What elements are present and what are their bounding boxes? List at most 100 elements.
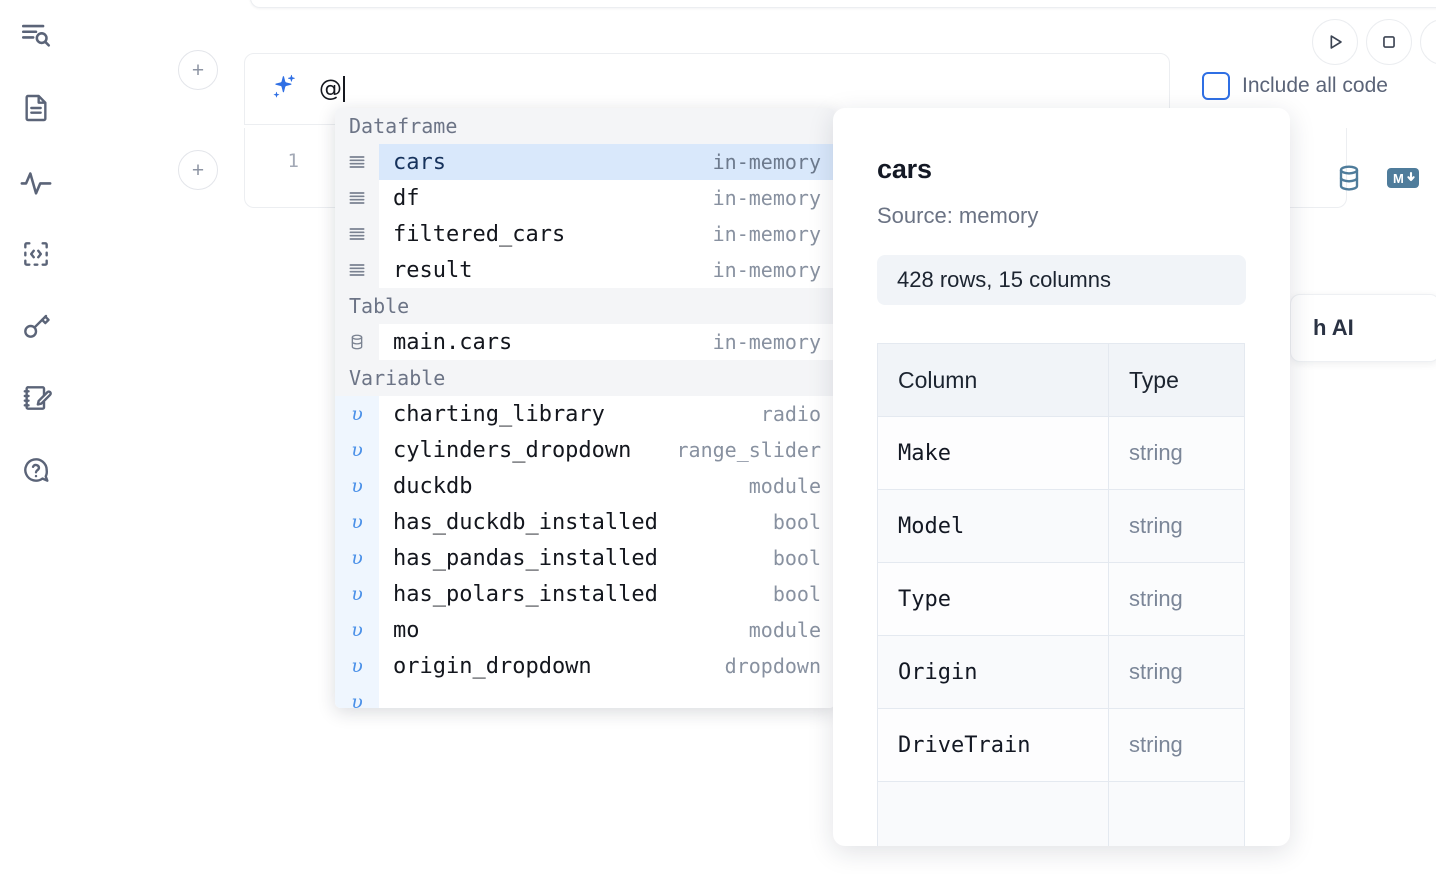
autocomplete-dropdown[interactable]: Dataframe cars in-memory df in-memory filtere… bbox=[335, 108, 835, 708]
table-header-cell: Column bbox=[877, 343, 1109, 417]
more-actions-button[interactable] bbox=[1420, 19, 1436, 65]
variable-icon: υ bbox=[335, 540, 379, 576]
autocomplete-item-type: in-memory bbox=[712, 330, 821, 354]
autocomplete-item-type: in-memory bbox=[712, 258, 821, 282]
variable-icon: υ bbox=[335, 576, 379, 612]
database-icon[interactable] bbox=[1334, 163, 1364, 198]
include-all-code-label: Include all code bbox=[1242, 74, 1388, 97]
autocomplete-item-type: bool bbox=[772, 510, 821, 534]
variable-icon: υ bbox=[335, 648, 379, 684]
column-type-cell: string bbox=[1108, 708, 1245, 782]
run-cell-button[interactable] bbox=[1312, 19, 1358, 65]
file-text-icon[interactable] bbox=[14, 86, 58, 130]
column-type-cell: string bbox=[1108, 562, 1245, 636]
autocomplete-item-type: in-memory bbox=[712, 150, 821, 174]
generate-with-ai-label: h AI bbox=[1313, 315, 1354, 340]
autocomplete-group-header: Dataframe bbox=[335, 108, 835, 144]
autocomplete-item-name: cars bbox=[393, 149, 446, 175]
add-cell-above-button[interactable]: + bbox=[178, 50, 218, 90]
autocomplete-item[interactable]: result in-memory bbox=[335, 252, 835, 288]
variable-icon: υ bbox=[335, 396, 379, 432]
dataframe-icon bbox=[335, 216, 379, 252]
ai-prompt-input[interactable]: @ bbox=[319, 69, 345, 109]
markdown-icon[interactable]: M bbox=[1386, 165, 1420, 196]
activity-pulse-icon[interactable] bbox=[14, 160, 58, 204]
text-caret bbox=[343, 76, 345, 102]
autocomplete-item-name: has_pandas_installed bbox=[393, 545, 658, 571]
column-name-cell: Type bbox=[877, 562, 1109, 636]
column-type-cell: string bbox=[1108, 635, 1245, 709]
autocomplete-item-name: cylinders_dropdown bbox=[393, 437, 632, 463]
autocomplete-item-name: result bbox=[393, 257, 473, 283]
line-number: 1 bbox=[287, 150, 299, 172]
autocomplete-item-type: in-memory bbox=[712, 186, 821, 210]
left-icon-rail bbox=[0, 0, 72, 874]
variable-icon: υ bbox=[335, 468, 379, 504]
autocomplete-item-type: range_slider bbox=[676, 438, 822, 462]
autocomplete-item[interactable]: df in-memory bbox=[335, 180, 835, 216]
notebook-pencil-icon[interactable] bbox=[14, 376, 58, 420]
key-icon[interactable] bbox=[14, 304, 58, 348]
autocomplete-group-header: Variable bbox=[335, 360, 835, 396]
autocomplete-item-name: charting_library bbox=[393, 401, 605, 427]
autocomplete-item-name: has_polars_installed bbox=[393, 581, 658, 607]
autocomplete-item[interactable]: υ bbox=[335, 684, 835, 708]
variable-icon: υ bbox=[335, 432, 379, 468]
generate-with-ai-chip[interactable]: h AI bbox=[1290, 294, 1436, 362]
table-header-cell: Type bbox=[1108, 343, 1245, 417]
autocomplete-item-type: radio bbox=[760, 402, 821, 426]
autocomplete-item-name: filtered_cars bbox=[393, 221, 566, 247]
dataframe-icon bbox=[335, 180, 379, 216]
autocomplete-item-name: origin_dropdown bbox=[393, 653, 592, 679]
interrupt-button[interactable] bbox=[1366, 19, 1412, 65]
outline-search-icon[interactable] bbox=[14, 14, 58, 58]
column-type-cell bbox=[1108, 781, 1245, 846]
include-all-code-checkbox[interactable] bbox=[1202, 72, 1230, 100]
autocomplete-item[interactable]: υ charting_library radio bbox=[335, 396, 835, 432]
autocomplete-item-name: main.cars bbox=[393, 329, 513, 355]
cell-run-controls bbox=[1312, 19, 1436, 65]
autocomplete-item[interactable]: cars in-memory bbox=[335, 144, 835, 180]
dataframe-icon bbox=[335, 252, 379, 288]
autocomplete-item-name: df bbox=[393, 185, 420, 211]
detail-source: Source: memory bbox=[877, 203, 1039, 228]
dataframe-icon bbox=[335, 144, 379, 180]
autocomplete-item-name: has_duckdb_installed bbox=[393, 509, 658, 535]
plus-icon: + bbox=[191, 58, 205, 82]
cell-output-icons: M bbox=[1334, 163, 1420, 198]
autocomplete-item-type: module bbox=[748, 618, 821, 642]
column-name-cell bbox=[877, 781, 1109, 846]
include-all-code-row[interactable]: Include all code bbox=[1202, 72, 1388, 100]
autocomplete-item[interactable]: υ cylinders_dropdown range_slider bbox=[335, 432, 835, 468]
column-name-cell: Origin bbox=[877, 635, 1109, 709]
chat-question-icon[interactable] bbox=[14, 448, 58, 492]
table-row bbox=[877, 781, 1245, 846]
plus-icon: + bbox=[191, 158, 205, 182]
column-type-cell: string bbox=[1108, 489, 1245, 563]
autocomplete-group-header: Table bbox=[335, 288, 835, 324]
column-name-cell: Model bbox=[877, 489, 1109, 563]
autocomplete-item[interactable]: main.cars in-memory bbox=[335, 324, 835, 360]
variable-icon: υ bbox=[335, 684, 379, 708]
add-cell-below-button[interactable]: + bbox=[178, 150, 218, 190]
detail-title: cars bbox=[877, 154, 932, 184]
previous-cell-card bbox=[250, 0, 1436, 8]
svg-text:M: M bbox=[1393, 171, 1404, 186]
table-icon bbox=[335, 324, 379, 360]
code-brackets-icon[interactable] bbox=[14, 232, 58, 276]
dataframe-detail-panel: cars Source: memory 428 rows, 15 columns… bbox=[833, 108, 1290, 846]
ai-prompt-value: @ bbox=[319, 76, 342, 102]
column-name-cell: DriveTrain bbox=[877, 708, 1109, 782]
detail-shape-badge: 428 rows, 15 columns bbox=[877, 255, 1246, 305]
